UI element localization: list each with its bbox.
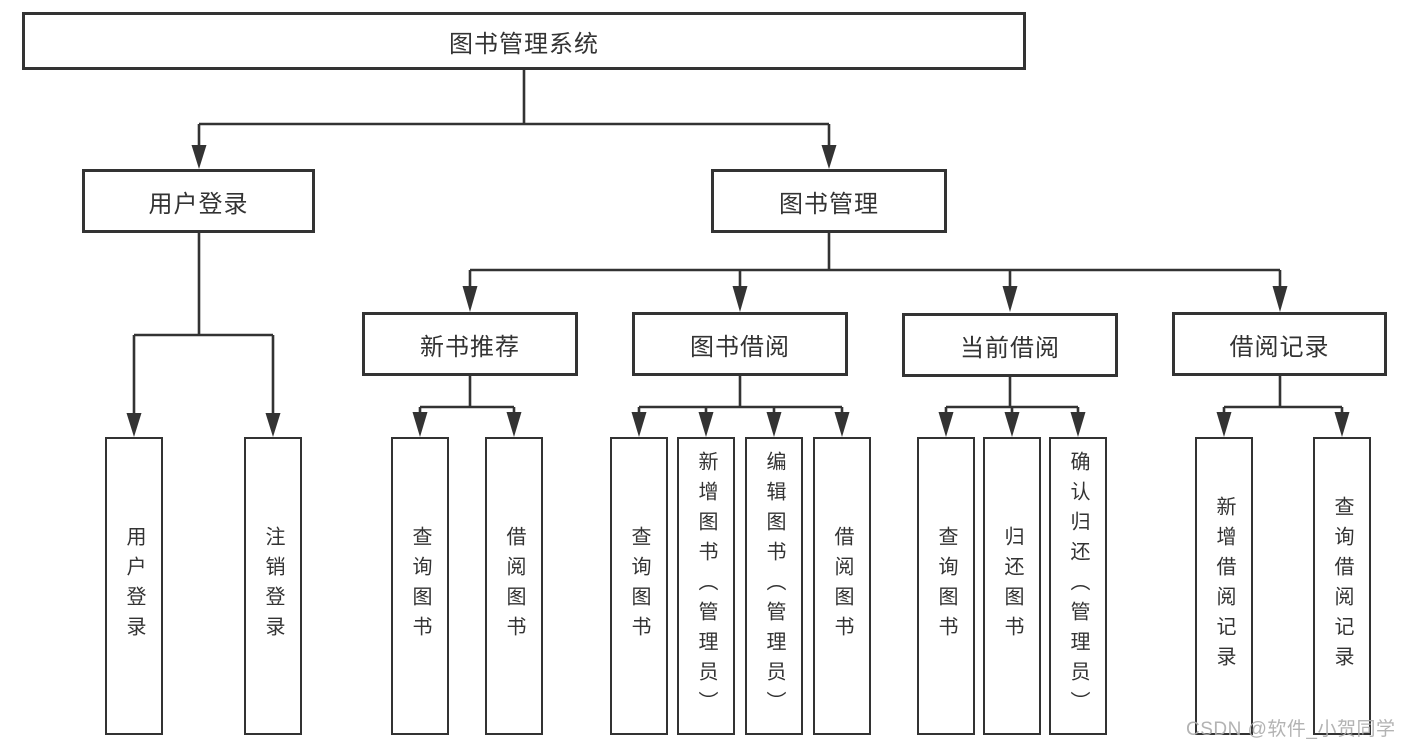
connector-path <box>418 376 516 414</box>
node-label: 图书借阅 <box>690 333 790 361</box>
node-label: 查询图书 <box>409 526 431 646</box>
connector-path <box>944 377 1080 414</box>
arrowhead <box>126 413 142 437</box>
connector-path <box>197 70 831 147</box>
node-leaf-query-borrow-record: 查询借阅记录 <box>1313 437 1371 735</box>
arrowhead <box>1070 412 1086 437</box>
arrowhead <box>1334 412 1350 437</box>
connector-user-login <box>126 233 281 437</box>
node-leaf-query-books-1: 查询图书 <box>391 437 449 735</box>
connector-book-management <box>462 233 1288 312</box>
node-label: 借阅图书 <box>831 526 853 646</box>
connector-path <box>132 233 275 415</box>
connector-book-borrowing <box>631 376 850 437</box>
connector-root <box>191 70 837 169</box>
node-label: 新增借阅记录 <box>1213 496 1235 676</box>
node-label: 编辑图书（管理员） <box>763 451 785 721</box>
node-leaf-user-login: 用户登录 <box>105 437 163 735</box>
connector-path <box>468 233 1282 288</box>
arrowhead <box>265 413 281 437</box>
node-leaf-query-books-2: 查询图书 <box>610 437 668 735</box>
node-label: 查询借阅记录 <box>1331 496 1353 676</box>
arrowhead <box>834 412 850 437</box>
node-leaf-borrow-books-2: 借阅图书 <box>813 437 871 735</box>
arrowhead <box>191 145 207 169</box>
arrowhead <box>631 412 647 437</box>
node-book-management: 图书管理 <box>711 169 947 233</box>
node-label: 新书推荐 <box>420 333 520 361</box>
arrowhead <box>462 286 478 312</box>
arrowhead <box>821 145 837 169</box>
node-leaf-query-books-3: 查询图书 <box>917 437 975 735</box>
connector-new-book-recommend <box>412 376 522 437</box>
arrowhead <box>506 412 522 437</box>
node-label: 确认归还（管理员） <box>1067 451 1089 721</box>
arrowhead <box>412 412 428 437</box>
arrowhead <box>766 412 782 437</box>
arrowhead <box>1272 286 1288 312</box>
node-label: 当前借阅 <box>960 334 1060 362</box>
node-label: 查询图书 <box>628 526 650 646</box>
node-leaf-add-book-admin: 新增图书（管理员） <box>677 437 735 735</box>
node-leaf-confirm-return-admin: 确认归还（管理员） <box>1049 437 1107 735</box>
node-new-book-recommend: 新书推荐 <box>362 312 578 376</box>
arrowhead <box>698 412 714 437</box>
node-label: 借阅图书 <box>503 526 525 646</box>
node-label: 借阅记录 <box>1229 333 1330 361</box>
arrowhead <box>732 286 748 312</box>
arrowhead <box>1004 412 1020 437</box>
node-label: 注销登录 <box>262 526 284 646</box>
node-book-borrowing: 图书借阅 <box>632 312 848 376</box>
node-leaf-borrow-books-1: 借阅图书 <box>485 437 543 735</box>
arrowhead <box>938 412 954 437</box>
node-label: 用户登录 <box>123 526 145 646</box>
node-leaf-add-borrow-record: 新增借阅记录 <box>1195 437 1253 735</box>
arrowhead <box>1216 412 1232 437</box>
node-leaf-logout: 注销登录 <box>244 437 302 735</box>
node-user-login: 用户登录 <box>82 169 315 233</box>
csdn-watermark: CSDN @软件_小贺同学 <box>1186 719 1396 740</box>
node-label: 归还图书 <box>1001 526 1023 646</box>
node-leaf-edit-book-admin: 编辑图书（管理员） <box>745 437 803 735</box>
node-label: 图书管理 <box>779 190 879 218</box>
arrowhead <box>1002 286 1018 312</box>
node-borrowing-records: 借阅记录 <box>1172 312 1387 376</box>
connector-path <box>637 376 844 414</box>
node-leaf-return-book: 归还图书 <box>983 437 1041 735</box>
node-current-borrowing: 当前借阅 <box>902 313 1118 377</box>
connector-current-borrowing <box>938 377 1086 437</box>
node-label: 查询图书 <box>935 526 957 646</box>
node-label: 用户登录 <box>148 190 249 218</box>
connector-path <box>1222 376 1344 414</box>
node-library-system: 图书管理系统 <box>22 12 1026 70</box>
node-label: 新增图书（管理员） <box>695 451 717 721</box>
connector-borrowing-records <box>1216 376 1350 437</box>
node-label: 图书管理系统 <box>449 30 599 58</box>
